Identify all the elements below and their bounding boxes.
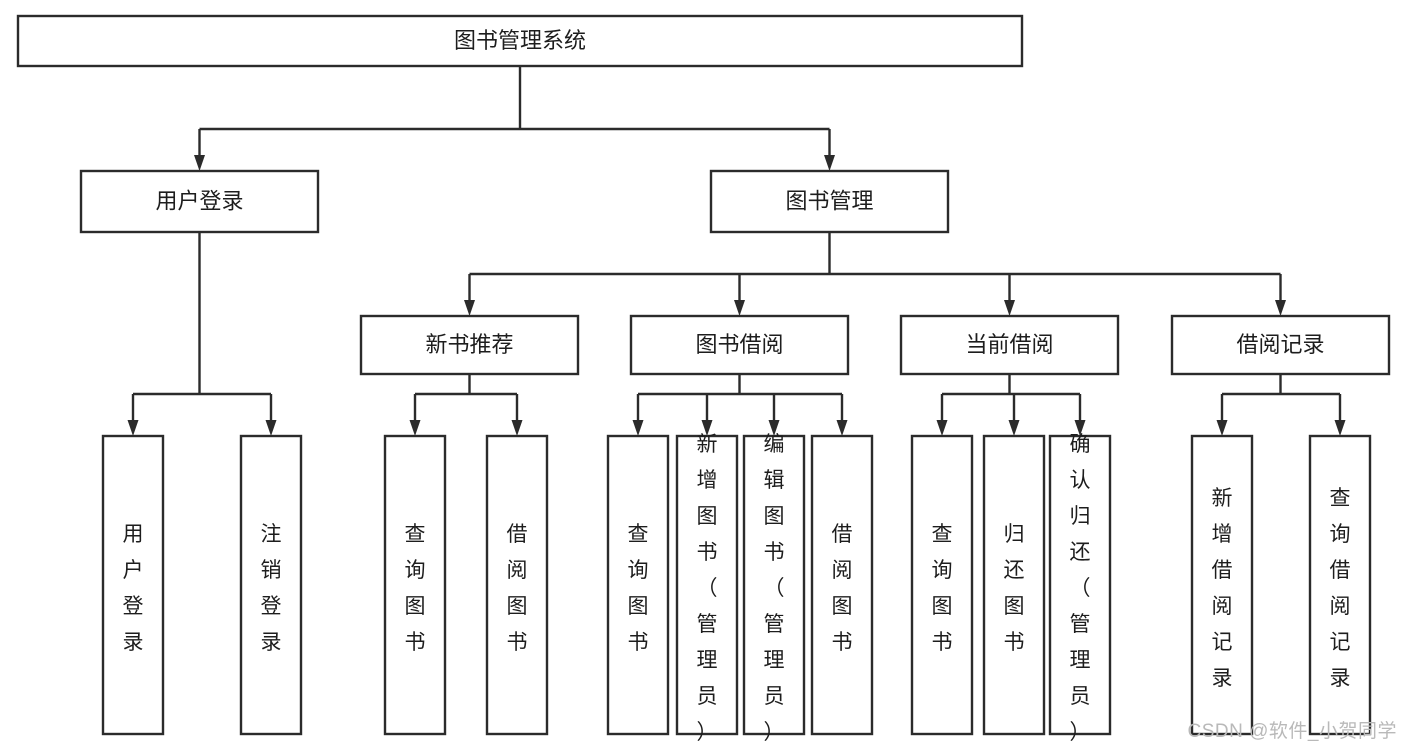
node-label-leaf-add-borrow-record: 新增借阅记录 xyxy=(1212,487,1233,690)
node-label-leaf-query-borrow-record: 查询借阅记录 xyxy=(1330,487,1351,690)
node-leaf-query-borrow-record[interactable]: 查询借阅记录 xyxy=(1308,434,1372,736)
node-box-leaf-edit-book-admin xyxy=(742,434,806,736)
node-box-leaf-confirm-return-admin xyxy=(1048,434,1112,736)
node-box-leaf-query-book-current xyxy=(910,434,974,736)
node-leaf-user-logout[interactable]: 注销登录 xyxy=(239,434,303,736)
node-current-borrow[interactable]: 当前借阅 xyxy=(899,314,1120,376)
node-label-user-login: 用户登录 xyxy=(155,188,243,213)
node-label-leaf-query-book-borrow: 查询图书 xyxy=(628,523,649,654)
edges-layer xyxy=(127,66,1346,436)
node-new-book-recommend[interactable]: 新书推荐 xyxy=(359,314,580,376)
node-label-leaf-user-logout: 注销登录 xyxy=(261,523,282,654)
node-box-leaf-add-book-admin xyxy=(675,434,739,736)
node-label-leaf-confirm-return-admin: 确认归还（管理员） xyxy=(1070,433,1091,744)
node-label-leaf-borrow-book-rec: 借阅图书 xyxy=(507,523,528,654)
node-label-book-borrow: 图书借阅 xyxy=(695,332,783,357)
node-box-leaf-user-logout xyxy=(239,434,303,736)
node-leaf-add-book-admin[interactable]: 新增图书（管理员） xyxy=(675,433,739,744)
node-borrow-record[interactable]: 借阅记录 xyxy=(1170,314,1391,376)
node-leaf-borrow-book[interactable]: 借阅图书 xyxy=(810,434,874,736)
node-label-leaf-borrow-book: 借阅图书 xyxy=(832,523,853,654)
node-box-root xyxy=(16,14,1024,68)
node-box-leaf-query-book-rec xyxy=(383,434,447,736)
node-leaf-add-borrow-record[interactable]: 新增借阅记录 xyxy=(1190,434,1254,736)
node-box-leaf-return-book xyxy=(982,434,1046,736)
node-book-manage[interactable]: 图书管理 xyxy=(709,169,950,234)
node-box-leaf-add-borrow-record xyxy=(1190,434,1254,736)
node-leaf-return-book[interactable]: 归还图书 xyxy=(982,434,1046,736)
node-box-new-book-recommend xyxy=(359,314,580,376)
node-leaf-borrow-book-rec[interactable]: 借阅图书 xyxy=(485,434,549,736)
csdn-watermark: CSDN @软件_小贺同学 xyxy=(1187,721,1397,742)
node-label-book-manage: 图书管理 xyxy=(785,188,873,213)
node-leaf-user-login[interactable]: 用户登录 xyxy=(101,434,165,736)
node-label-leaf-add-book-admin: 新增图书（管理员） xyxy=(697,433,718,744)
node-book-borrow[interactable]: 图书借阅 xyxy=(629,314,850,376)
node-box-book-borrow xyxy=(629,314,850,376)
node-leaf-edit-book-admin[interactable]: 编辑图书（管理员） xyxy=(742,433,806,744)
node-label-root: 图书管理系统 xyxy=(454,28,586,53)
node-label-leaf-return-book: 归还图书 xyxy=(1004,523,1025,654)
node-leaf-query-book-current[interactable]: 查询图书 xyxy=(910,434,974,736)
node-label-leaf-user-login: 用户登录 xyxy=(123,523,144,654)
node-user-login[interactable]: 用户登录 xyxy=(79,169,320,234)
node-box-leaf-borrow-book xyxy=(810,434,874,736)
node-label-new-book-recommend: 新书推荐 xyxy=(425,332,513,357)
node-leaf-confirm-return-admin[interactable]: 确认归还（管理员） xyxy=(1048,433,1112,744)
node-root[interactable]: 图书管理系统 xyxy=(16,14,1024,68)
node-box-leaf-query-borrow-record xyxy=(1308,434,1372,736)
node-label-leaf-edit-book-admin: 编辑图书（管理员） xyxy=(764,433,785,744)
node-box-user-login xyxy=(79,169,320,234)
node-label-leaf-query-book-rec: 查询图书 xyxy=(405,523,426,654)
node-box-current-borrow xyxy=(899,314,1120,376)
node-box-borrow-record xyxy=(1170,314,1391,376)
node-label-leaf-query-book-current: 查询图书 xyxy=(932,523,953,654)
node-leaf-query-book-borrow[interactable]: 查询图书 xyxy=(606,434,670,736)
node-box-book-manage xyxy=(709,169,950,234)
node-leaf-query-book-rec[interactable]: 查询图书 xyxy=(383,434,447,736)
node-label-current-borrow: 当前借阅 xyxy=(965,332,1053,357)
node-box-leaf-borrow-book-rec xyxy=(485,434,549,736)
node-box-leaf-query-book-borrow xyxy=(606,434,670,736)
nodes-layer: 图书管理系统用户登录图书管理新书推荐图书借阅当前借阅借阅记录用户登录注销登录查询… xyxy=(16,14,1391,744)
node-box-leaf-user-login xyxy=(101,434,165,736)
node-label-borrow-record: 借阅记录 xyxy=(1236,332,1324,357)
